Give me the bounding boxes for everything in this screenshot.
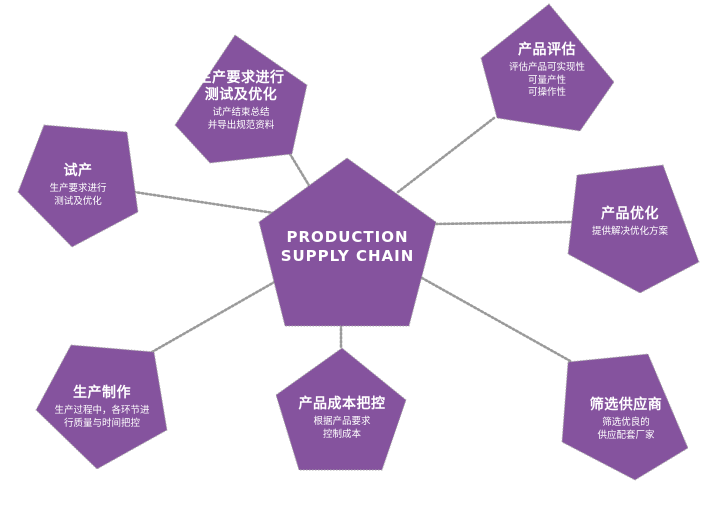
node-desc-line: 生产过程中，各环节进 [54,405,150,416]
node-cost-control: 产品成本把控 根据产品要求 控制成本 [284,396,400,441]
node-description: 筛选优良的 供应配套厂家 [570,417,682,442]
node-desc-line: 评估产品可实现性 [508,62,585,73]
node-description: 试产结束总结 并导出规范资料 [183,107,299,132]
node-trial-production: 试产 生产要求进行 测试及优化 [28,163,128,208]
node-title-line: 测试及优化 [204,87,278,103]
node-product-evaluation: 产品评估 评估产品可实现性 可量产性 可操作性 [488,42,606,100]
center-label: PRODUCTION SUPPLY CHAIN [259,228,436,266]
connector-supplier-selection [420,276,574,364]
node-description: 生产过程中，各环节进 行质量与时间把控 [40,405,164,430]
pentagon-supplier-selection [561,353,689,481]
node-desc-line: 控制成本 [322,428,361,440]
node-desc-line: 测试及优化 [54,195,102,207]
center-title-line-2: SUPPLY CHAIN [280,247,415,265]
node-title-line: 产品评估 [518,42,576,58]
node-title-line: 生产要求进行 [197,70,285,86]
node-desc-line: 试产结束总结 [212,107,270,118]
node-desc-line: 可操作性 [527,87,566,98]
node-title-line: 生产制作 [73,385,131,401]
connector-product-evaluation [396,116,496,194]
node-description: 根据产品要求 控制成本 [284,416,400,441]
node-desc-line: 可量产性 [527,74,566,86]
node-description: 生产要求进行 测试及优化 [28,183,128,208]
node-desc-line: 筛选优良的 [602,417,650,428]
pentagon-product-optimization [567,164,700,294]
pentagon-center [258,157,437,327]
node-desc-line: 并导出规范资料 [207,119,275,131]
pentagon-trial-optimization [174,34,308,164]
node-desc-line: 生产要求进行 [49,183,107,194]
pentagon-trial-production [17,124,139,248]
node-desc-line: 供应配套厂家 [597,429,655,441]
connector-trial-production [132,190,276,215]
pentagon-cost-control [275,347,407,471]
node-title-line: 试产 [63,163,93,179]
node-trial-optimization: 生产要求进行 测试及优化 试产结束总结 并导出规范资料 [183,70,299,132]
node-product-optimization: 产品优化 提供解决优化方案 [575,206,685,239]
connector-manufacturing [150,278,280,354]
pentagon-product-evaluation [480,3,615,132]
node-title-line: 产品优化 [601,206,659,222]
connector-product-optimization [430,220,574,226]
pentagon-manufacturing [35,344,168,470]
node-manufacturing: 生产制作 生产过程中，各环节进 行质量与时间把控 [40,385,164,430]
node-description: 提供解决优化方案 [575,226,685,239]
node-desc-line: 行质量与时间把控 [63,417,140,429]
node-description: 评估产品可实现性 可量产性 可操作性 [488,62,606,100]
node-supplier-selection: 筛选供应商 筛选优良的 供应配套厂家 [570,397,682,442]
connectors [132,116,574,364]
node-desc-line: 提供解决优化方案 [591,226,668,237]
node-title-line: 产品成本把控 [298,396,386,412]
center-title-line-1: PRODUCTION [286,228,409,246]
node-title-line: 筛选供应商 [589,397,663,413]
node-desc-line: 根据产品要求 [313,416,371,427]
